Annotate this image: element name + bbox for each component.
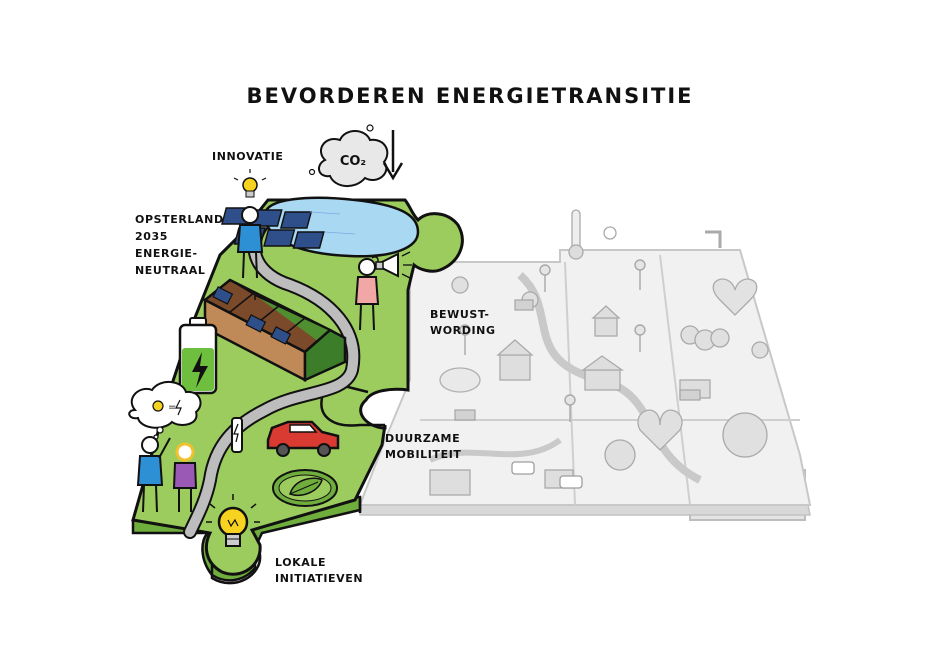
charging-station-icon [231,417,243,453]
person-purple [172,442,198,512]
label-bewustwording-line1: BEWUST- [430,308,490,321]
person-megaphone [354,251,412,331]
label-opsterland-line2: 2035 [135,230,168,243]
label-opsterland: OPSTERLAND 2035 ENERGIE- NEUTRAAL [135,213,224,277]
down-arrow-icon [382,130,404,181]
label-mobiliteit: DUURZAME MOBILITEIT [385,432,462,461]
car-icon [266,420,340,457]
co2-label: CO₂ [340,154,366,169]
megaphone-icon [375,251,412,279]
lightbulb-icon [233,169,267,198]
label-opsterland-line4: NEUTRAAL [135,264,205,277]
label-lokale-line1: LOKALE [275,556,326,569]
cloud-icon: CO₂ [308,124,389,187]
label-mobiliteit-line1: DUURZAME [385,432,460,445]
label-innovatie: INNOVATIE [212,150,284,163]
lightning-icon [192,352,208,388]
person-blue [236,206,264,279]
road [185,220,359,537]
big-lightbulb-icon [206,494,260,547]
svg-text:=: = [168,402,176,413]
person-blue-pointing [136,436,171,513]
faded-puzzle-board [358,209,812,521]
leaf-icon [272,469,338,507]
battery-icon [178,317,218,395]
label-mobiliteit-line2: MOBILITEIT [385,448,462,461]
houses-row [202,278,347,383]
thought-bubble-icon: = [128,381,202,440]
page-title: BEVORDEREN ENERGIETRANSITIE [246,84,693,108]
label-lokale: LOKALE INITIATIEVEN [275,556,363,585]
label-lokale-line2: INITIATIEVEN [275,572,363,585]
label-opsterland-line3: ENERGIE- [135,247,198,260]
label-bewustwording: BEWUST- WORDING [430,308,496,337]
sun-icon [152,400,164,412]
label-opsterland-line1: OPSTERLAND [135,213,224,226]
label-bewustwording-line2: WORDING [430,324,496,337]
